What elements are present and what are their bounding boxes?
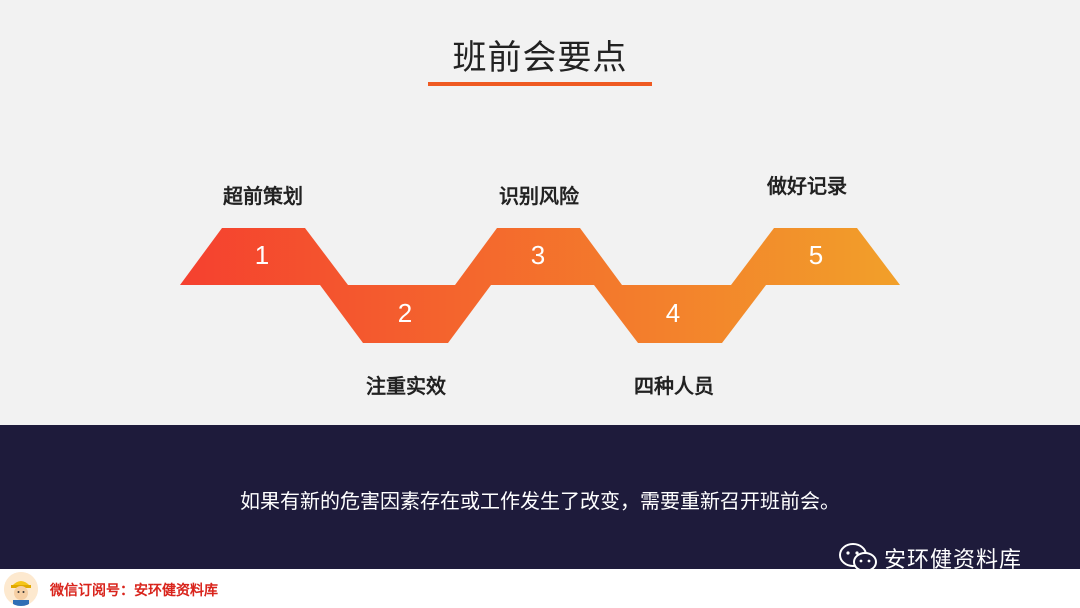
step-shape-3 [455, 228, 622, 285]
step-label-3: 识别风险 [499, 184, 579, 208]
step-number-5: 5 [809, 240, 823, 270]
message-text: 如果有新的危害因素存在或工作发生了改变，需要重新召开班前会。 [240, 489, 840, 513]
step-shape-1 [180, 228, 348, 285]
step-shape-2 [320, 285, 491, 343]
step-number-4: 4 [666, 298, 680, 328]
watermark-text: 安环健资料库 [884, 548, 1023, 573]
step-number-1: 1 [255, 240, 269, 270]
title-underline [428, 82, 652, 86]
watermark: 安环健资料库 [838, 542, 1022, 574]
worker-avatar-icon [4, 572, 38, 606]
wechat-icon [839, 543, 877, 572]
step-label-1: 超前策划 [223, 184, 303, 208]
steps-diagram: 1 2 3 4 5 [180, 228, 900, 343]
message-band [0, 425, 1080, 569]
step-label-4: 四种人员 [634, 374, 714, 398]
step-label-2: 注重实效 [366, 374, 446, 398]
step-shape-5 [731, 228, 900, 285]
step-shape-4 [594, 285, 766, 343]
step-number-3: 3 [531, 240, 545, 270]
footer-text: 微信订阅号：安环健资料库 [50, 583, 218, 599]
step-number-2: 2 [398, 298, 412, 328]
footer-bar [0, 569, 1080, 608]
step-label-5: 做好记录 [767, 174, 847, 198]
page-title: 班前会要点 [452, 38, 628, 78]
